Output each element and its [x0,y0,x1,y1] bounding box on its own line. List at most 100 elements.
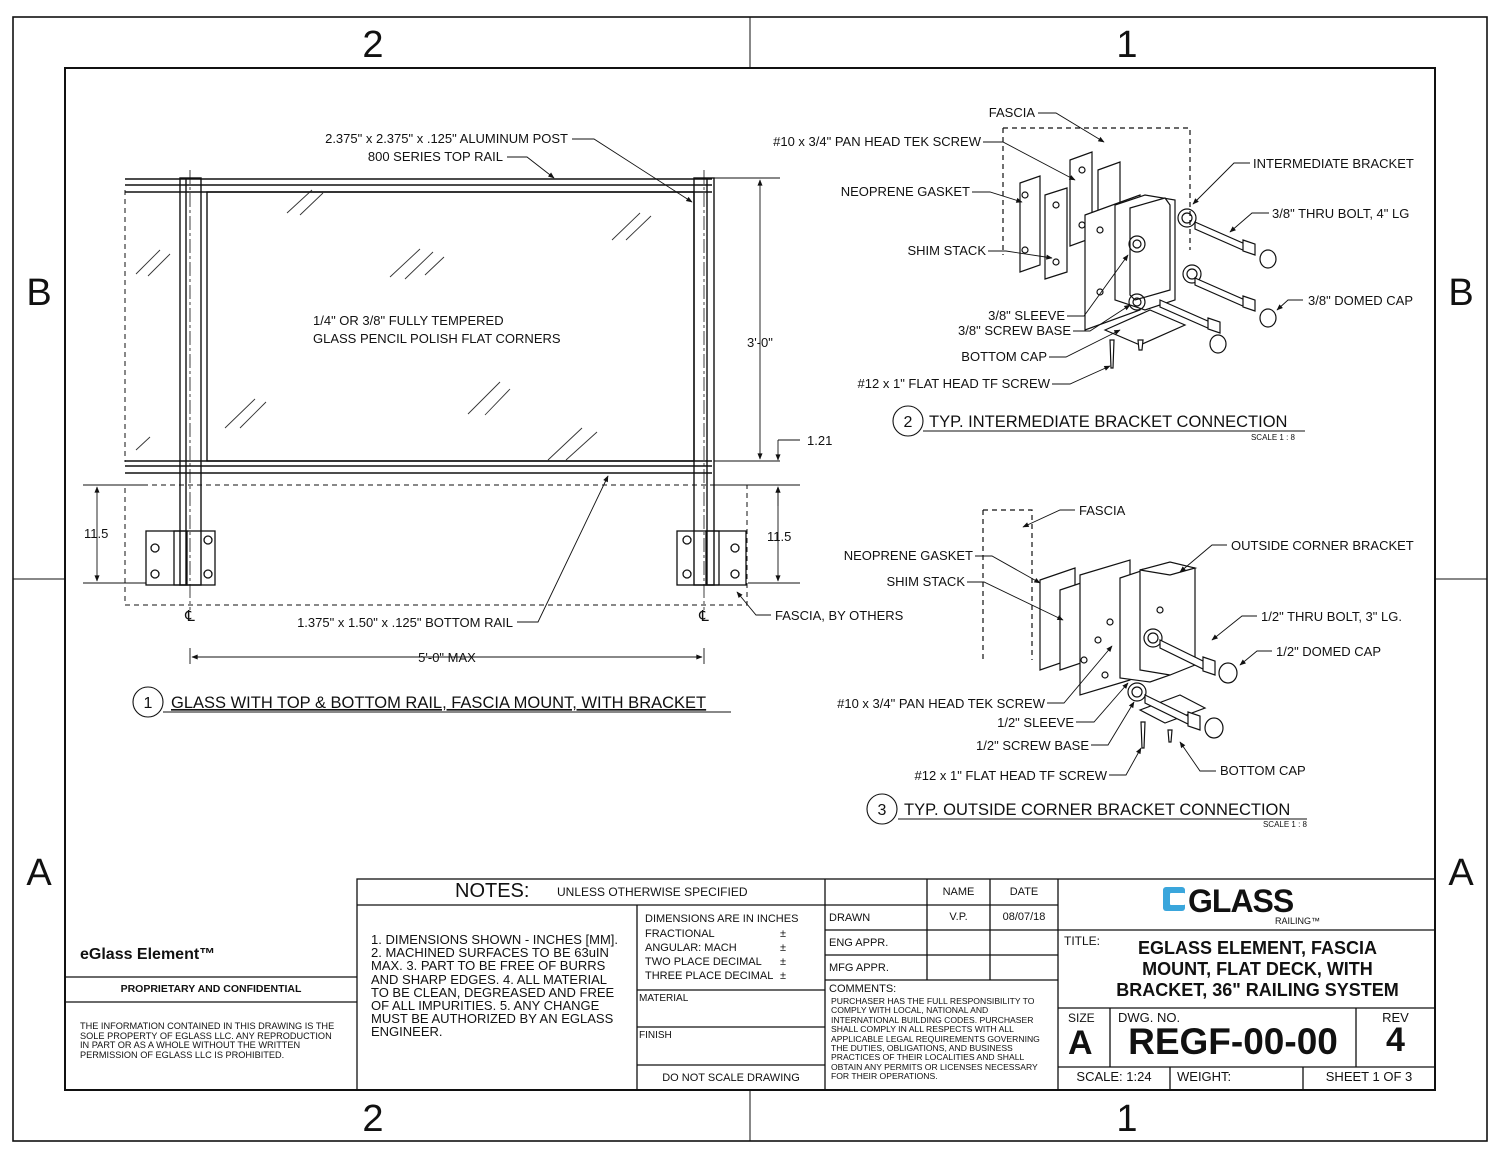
title-block-grid [65,878,1436,1091]
view2-number: 2 [904,414,913,431]
glass-label-1: 1/4" OR 3/8" FULLY TEMPERED [313,313,504,328]
v2-flat-screw: #12 x 1" FLAT HEAD TF SCREW [858,376,1051,391]
bottom-cap-v2 [1103,309,1187,346]
v3-sleeve: 1/2" SLEEVE [997,715,1074,730]
view3-labels: FASCIA NEOPRENE GASKET SHIM STACK OUTSID… [837,503,1414,783]
left-post [179,177,202,586]
drawn-name: V.P. [949,911,968,923]
zone-markers: 2 1 2 1 B A B A [26,24,1474,1140]
view2-labels: FASCIA #10 x 3/4" PAN HEAD TEK SCREW NEO… [773,105,1414,391]
thru-bolts-v3 [1144,639,1216,731]
finish-label: FINISH [639,1030,672,1041]
view3-number: 3 [878,802,887,819]
drawn-date: 08/07/18 [1002,911,1046,923]
tol-two-place: TWO PLACE DECIMAL [645,956,762,968]
domed-caps-v2 [1209,249,1277,354]
top-rail [125,178,712,193]
v3-fascia: FASCIA [1079,503,1126,518]
view3-scale: SCALE 1 : 8 [1263,820,1308,829]
size-label: SIZE [1068,1011,1095,1025]
zone-bottom-2: 2 [362,1098,383,1140]
product-name: eGlass Element™ [80,946,216,963]
size-value: A [1068,1024,1093,1062]
v3-bottom-cap: BOTTOM CAP [1220,763,1306,778]
v2-screw-base: 3/8" SCREW BASE [958,323,1071,338]
view3-isometric [982,509,1238,749]
pm-2: ± [780,942,787,954]
view1-title: 1 GLASS WITH TOP & BOTTOM RAIL, FASCIA M… [132,686,731,718]
view1-number: 1 [144,695,153,712]
v2-gasket: NEOPRENE GASKET [841,184,970,199]
view1-labels: 2.375" x 2.375" x .125" ALUMINUM POST 80… [84,131,904,665]
zone-top-2: 2 [362,24,383,66]
tol-angular: ANGULAR: MACH [645,942,737,954]
left-bracket [145,530,216,586]
pm-1: ± [780,928,787,940]
rev-label: REV [1382,1010,1409,1025]
zone-bottom-1: 1 [1116,1098,1137,1140]
tol-three-place: THREE PLACE DECIMAL [645,970,774,982]
v3-bolt: 1/2" THRU BOLT, 3" LG. [1261,609,1402,624]
v2-sleeve: 3/8" SLEEVE [988,308,1065,323]
view3-title: 3 TYP. OUTSIDE CORNER BRACKET CONNECTION… [866,793,1308,829]
comments-label: COMMENTS: [829,983,897,995]
v2-bottom-cap: BOTTOM CAP [961,349,1047,364]
right-dim: 11.5 [767,529,791,544]
v2-bracket: INTERMEDIATE BRACKET [1253,156,1414,171]
height-dim: 3'-0" [747,335,773,350]
rev-value: 4 [1386,1021,1405,1059]
v3-gasket: NEOPRENE GASKET [844,548,973,563]
zone-top-1: 1 [1116,24,1137,66]
title-label: TITLE: [1064,934,1101,948]
post-label: 2.375" x 2.375" x .125" ALUMINUM POST [325,131,568,146]
drawn-label: DRAWN [829,912,871,924]
proprietary-text: THE INFORMATION CONTAINED IN THIS DRAWIN… [80,1021,335,1060]
bottom-rail-label: 1.375" x 1.50" x .125" BOTTOM RAIL [297,615,513,630]
v3-flat-screw: #12 x 1" FLAT HEAD TF SCREW [915,768,1108,783]
view2-leaders [972,112,1303,385]
weight-label: WEIGHT: [1177,1069,1232,1084]
view3-leaders [967,509,1272,776]
pm-4: ± [780,970,787,982]
no-scale-label: DO NOT SCALE DRAWING [662,1072,800,1084]
centerline-left: ℄ [184,608,195,625]
outside-corner-bracket-v3 [1079,559,1131,696]
neoprene-gasket-v2 [1019,175,1041,273]
drawing-title-2: MOUNT, FLAT DECK, WITH [1142,959,1373,979]
v2-screw: #10 x 3/4" PAN HEAD TEK SCREW [773,134,982,149]
zone-right-a: A [1448,852,1474,894]
v3-shim: SHIM STACK [887,574,966,589]
tol-fractional: FRACTIONAL [645,928,715,940]
comments-text: PURCHASER HAS THE FULL RESPONSIBILITY TO… [831,996,1040,1082]
drawing-title-3: BRACKET, 36" RAILING SYSTEM [1116,980,1399,1000]
v2-fascia: FASCIA [989,105,1036,120]
view3-title-text: TYP. OUTSIDE CORNER BRACKET CONNECTION [904,801,1290,819]
scale-label: SCALE: 1:24 [1076,1069,1152,1084]
logo-text: GLASS [1188,883,1294,919]
notes-subtitle: UNLESS OTHERWISE SPECIFIED [557,885,748,899]
zone-left-a: A [26,852,52,894]
domed-caps-v3 [1204,662,1238,739]
eglass-logo: GLASS RAILING™ [1163,883,1320,926]
fascia-label: FASCIA, BY OTHERS [775,608,904,623]
gap-dim: 1.21 [807,433,832,448]
v2-shim: SHIM STACK [908,243,987,258]
dwg-label: DWG. NO. [1118,1010,1181,1025]
view1-elevation [83,138,800,664]
dims-heading: DIMENSIONS ARE IN INCHES [645,913,799,925]
glass-label-2: GLASS PENCIL POLISH FLAT CORNERS [313,331,561,346]
dwg-number: REGF-00-00 [1128,1021,1338,1062]
v3-screw: #10 x 3/4" PAN HEAD TEK SCREW [837,696,1046,711]
logo-subtext: RAILING™ [1275,916,1320,926]
view2-title-text: TYP. INTERMEDIATE BRACKET CONNECTION [929,413,1287,431]
pm-3: ± [780,956,787,968]
view2-title: 2 TYP. INTERMEDIATE BRACKET CONNECTION S… [892,405,1305,442]
date-header: DATE [1009,886,1039,898]
name-header: NAME [942,886,975,898]
material-label: MATERIAL [639,993,689,1004]
view2-scale: SCALE 1 : 8 [1251,433,1296,442]
span-dim: 5'-0" MAX [418,650,476,665]
v2-cap: 3/8" DOMED CAP [1308,293,1413,308]
centerline-right: ℄ [698,608,709,625]
